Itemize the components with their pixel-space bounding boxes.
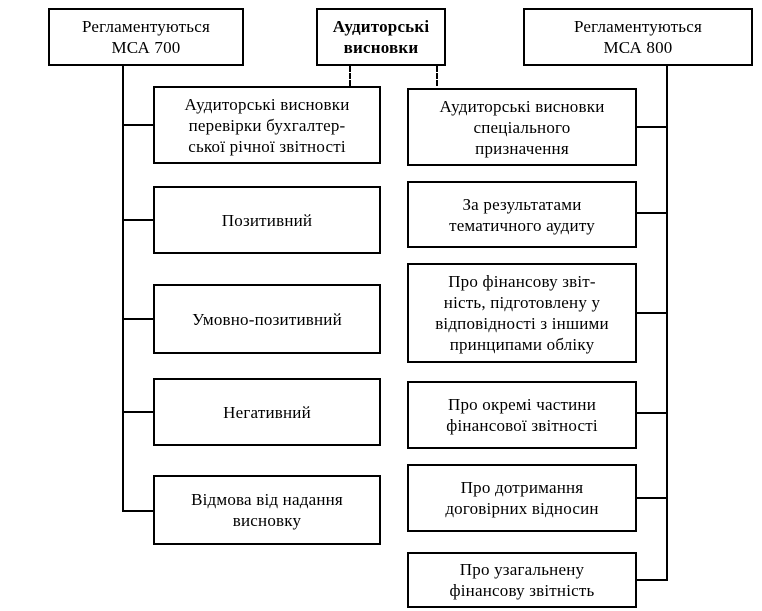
right-box-special-purpose: Аудиторські висновки спеціального призна… [407,88,637,166]
right-branch-4 [637,412,668,414]
left-box-qualified: Умовно-позитивний [153,284,381,354]
left-box-positive-label: Позитивний [221,210,313,230]
right-branch-3 [637,312,668,314]
left-branch-1 [122,124,153,126]
right-box-separate-parts: Про окремі частини фінансової звітності [407,381,637,449]
right-box-contract-compliance: Про дотримання договірних відносин [407,464,637,532]
left-box-negative-label: Негативний [223,402,311,422]
left-branch-2 [122,219,153,221]
right-box-contract-compliance-label: Про дотримання договірних відносин [445,478,599,518]
right-branch-2 [637,212,668,214]
right-box-thematic-audit: За результатами тематичного аудиту [407,181,637,248]
left-box-positive: Позитивний [153,186,381,254]
left-box-annual-reporting-label: Аудиторські висновки перевірки бухгалтер… [184,94,350,156]
right-box-summarized-reporting: Про узагальнену фінансову звітність [407,552,637,608]
audit-opinions-root-label: Аудиторські висновки [332,17,430,57]
root-dashed-left-stem [349,66,351,86]
left-box-disclaimer: Відмова від надання висновку [153,475,381,545]
left-trunk-line [122,66,124,512]
msa-700-label: Регламентуються МСА 700 [81,17,211,57]
left-branch-5 [122,510,153,512]
msa-800-label: Регламентуються МСА 800 [573,17,703,57]
right-branch-6 [637,579,668,581]
left-box-qualified-label: Умовно-позитивний [192,309,342,329]
right-branch-1 [637,126,668,128]
right-box-other-principles-label: Про фінансову звіт- ність, підготовлену … [435,272,609,354]
right-box-other-principles: Про фінансову звіт- ність, підготовлену … [407,263,637,363]
msa-800-box: Регламентуються МСА 800 [523,8,753,66]
left-branch-3 [122,318,153,320]
audit-opinions-root-box: Аудиторські висновки [316,8,446,66]
right-branch-5 [637,497,668,499]
right-box-summarized-reporting-label: Про узагальнену фінансову звітність [449,560,595,600]
msa-700-box: Регламентуються МСА 700 [48,8,244,66]
right-trunk-line [666,66,668,581]
left-box-negative: Негативний [153,378,381,446]
root-dashed-right-stem [436,66,438,86]
left-box-disclaimer-label: Відмова від надання висновку [191,490,343,530]
right-box-special-purpose-label: Аудиторські висновки спеціального призна… [439,96,605,158]
right-box-separate-parts-label: Про окремі частини фінансової звітності [446,395,598,435]
left-box-annual-reporting: Аудиторські висновки перевірки бухгалтер… [153,86,381,164]
left-branch-4 [122,411,153,413]
right-box-thematic-audit-label: За результатами тематичного аудиту [449,194,595,235]
